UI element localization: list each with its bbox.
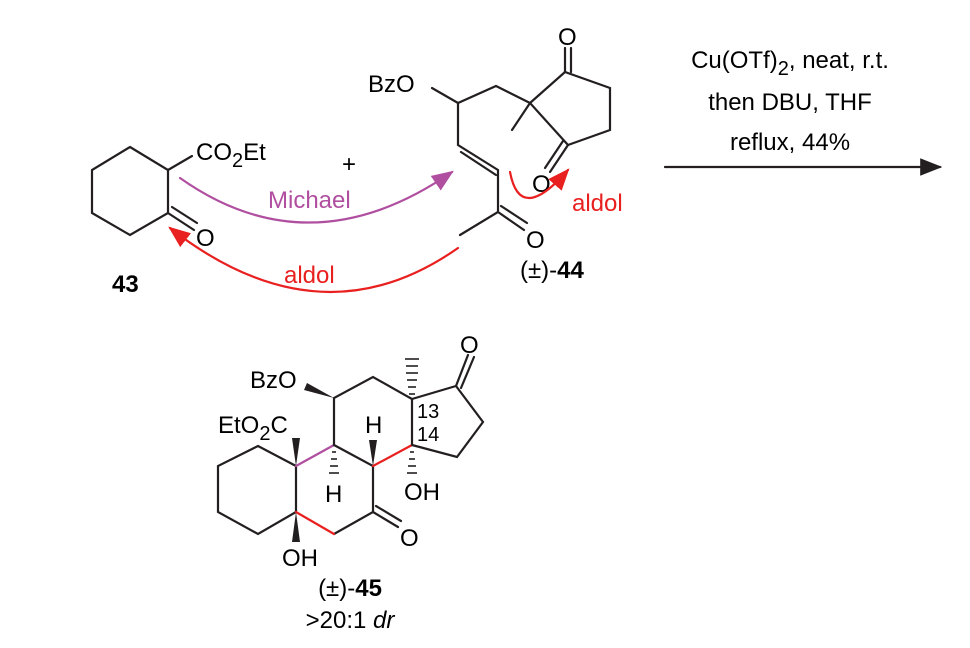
compound-label-45: (±)-45: [318, 575, 382, 602]
label-14: 14: [417, 424, 439, 446]
condition-line-1: Cu(OTf)2, neat, r.t.: [691, 47, 889, 80]
c17-ketone-o: O: [460, 332, 479, 359]
methyl-hash-bond: [405, 358, 419, 395]
ketone-top-bond: [563, 46, 573, 74]
c7-ketone-bond: [371, 504, 403, 529]
bond-c5-c6: [294, 510, 336, 536]
aldol-label-2: aldol: [572, 190, 623, 217]
bzo-wedge-bond: [304, 383, 334, 398]
compound-45: O O BzO EtO2C OH H H OH 13 14 (±)-45 >20…: [216, 332, 485, 634]
bond-c10-c9: [294, 443, 336, 468]
product-ester-label: EtO2C: [218, 412, 288, 445]
ring-a: [216, 444, 298, 536]
carbonyl-oxygen: O: [196, 225, 215, 252]
ring-b-bonds: [332, 443, 375, 536]
oh-c14-hash-bond: [407, 451, 417, 474]
michael-label: Michael: [268, 187, 351, 214]
ester-wedge-bond: [292, 438, 300, 466]
product-bzo-label: BzO: [250, 367, 297, 394]
dr-label: >20:1 dr: [306, 607, 396, 634]
ketone-bottom-bond: [543, 139, 570, 174]
cyclopentane-ring: [528, 70, 612, 147]
aldol-arrow-2: [508, 168, 570, 199]
ring-d: [410, 384, 485, 459]
carbonyl-bond: [166, 205, 199, 232]
compound-label-44: (±)-44: [520, 257, 585, 284]
bzo-label: BzO: [368, 71, 415, 98]
cyclohexane-ring: [90, 145, 170, 237]
chain-bonds: [430, 84, 532, 105]
ester-bond: [166, 154, 194, 172]
enone-o: O: [526, 227, 545, 254]
condition-line-3: reflux, 44%: [730, 129, 850, 156]
enone-bonds: [456, 101, 529, 237]
plus-sign: +: [342, 151, 356, 178]
ester-label: CO2Et: [196, 139, 266, 172]
condition-line-2: then DBU, THF: [708, 89, 872, 116]
compound-44: BzO O O O (±)-44: [368, 24, 612, 284]
ketone-top-o: O: [558, 24, 577, 51]
bond-c8-c14: [371, 443, 414, 468]
c17-ketone-bond: [454, 353, 476, 390]
aldol-arrow-1: [168, 226, 460, 293]
oh-c5-label: OH: [282, 545, 318, 572]
h-c8-wedge-bond: [369, 440, 377, 466]
compound-43: CO2Et O 43: [90, 139, 266, 298]
h-bottom-label: H: [325, 481, 342, 508]
aldol-label-1: aldol: [284, 262, 335, 289]
oh-c5-wedge-bond: [292, 512, 300, 542]
michael-arrow: [178, 170, 454, 224]
compound-label-43: 43: [112, 271, 139, 298]
c7-ketone-o: O: [400, 525, 419, 552]
h-top-label: H: [365, 412, 382, 439]
label-13: 13: [417, 401, 439, 423]
methyl-bond: [510, 101, 532, 132]
oh-c14-label: OH: [404, 479, 440, 506]
ring-c-bonds: [332, 375, 414, 447]
h-c9-hash-bond: [329, 451, 339, 474]
